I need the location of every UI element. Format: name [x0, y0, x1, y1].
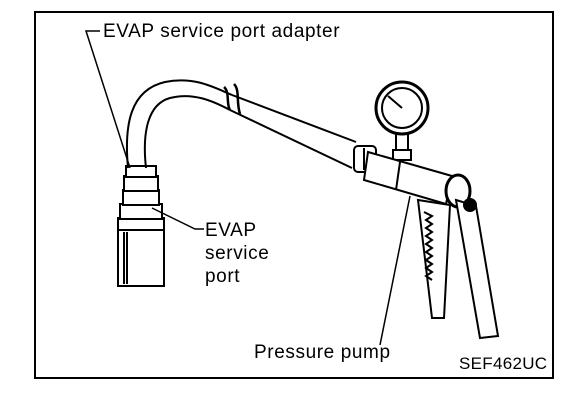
pressure-gauge	[374, 80, 430, 161]
figure-code: SEF462UC	[459, 354, 548, 373]
adapter-label: EVAP service port adapter	[103, 21, 341, 42]
pump-body	[362, 150, 472, 209]
evap-service-port	[117, 165, 165, 287]
port-label-line-1: EVAP	[205, 220, 257, 241]
port-label-line-3: port	[205, 266, 241, 287]
port-label: EVAP service port	[205, 219, 269, 288]
pump-lever	[454, 198, 500, 340]
port-label-line-2: service	[205, 243, 270, 264]
pump-grip	[416, 198, 452, 319]
leader-lines	[84, 30, 411, 346]
pump-label: Pressure pump	[254, 342, 391, 363]
hose	[125, 79, 357, 169]
